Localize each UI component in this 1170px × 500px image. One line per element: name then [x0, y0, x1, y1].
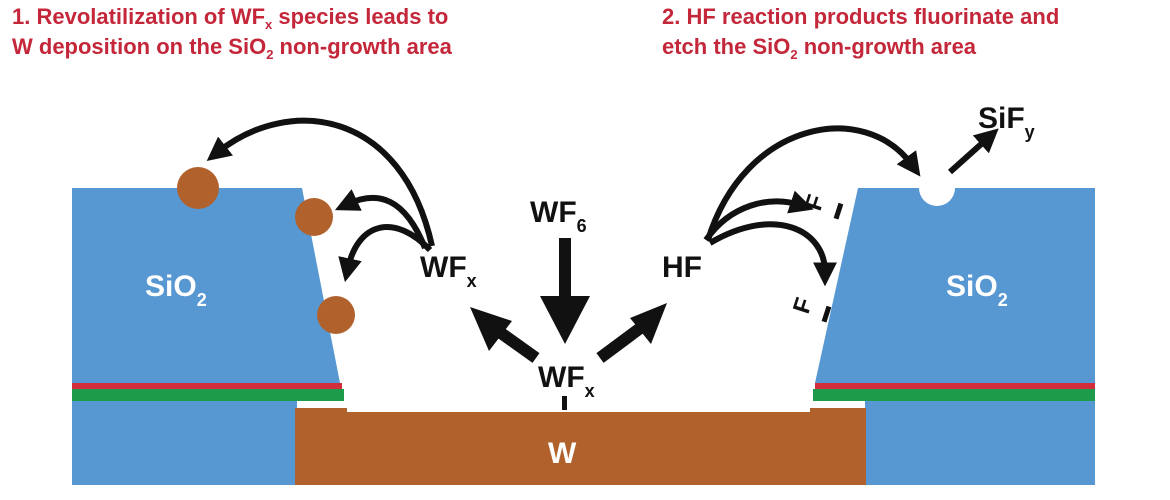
bond-1 — [833, 202, 844, 220]
fluorine-label-1: F — [800, 192, 830, 214]
red-layer-right — [815, 383, 1095, 389]
bottom-sio2-left — [72, 401, 297, 485]
right-heading-line1: 2. HF reaction products fluorinate and — [662, 4, 1060, 29]
hf-to-f1-arrow — [703, 190, 814, 242]
hf-shaft — [596, 321, 647, 363]
svg-text:F: F — [800, 192, 830, 214]
w-deposit-side-upper — [295, 198, 333, 236]
etch-pit — [919, 170, 955, 206]
w-deposit-side-lower — [317, 296, 355, 334]
right-heading: 2. HF reaction products fluorinate and e… — [662, 2, 1059, 62]
right-heading-line2: etch the SiO2 non-growth area — [662, 34, 977, 62]
w-deposit-top — [177, 167, 219, 209]
hf-label: HF — [662, 251, 702, 284]
fluorine-label-2: F — [788, 295, 818, 317]
wf6-label: WF6 — [530, 196, 587, 236]
sio2-left-label: SiO2 — [145, 270, 207, 310]
red-layer-left — [72, 383, 342, 389]
sify-label: SiFy — [978, 102, 1035, 142]
hf-arrowhead — [630, 303, 667, 344]
left-heading-line2: W deposition on the SiO2 non-growth area — [12, 34, 452, 62]
left-heading: 1. Revolatilization of WFx species leads… — [12, 2, 452, 62]
center-tick — [562, 396, 567, 410]
wf6-arrowhead — [540, 296, 590, 344]
w-label: W — [548, 437, 577, 470]
sio2-block-right — [815, 188, 1095, 383]
wfx-to-side-upper-arrow — [334, 189, 428, 250]
tungsten-layer — [295, 408, 866, 485]
green-layer-left — [72, 389, 344, 401]
sio2-right-label: SiO2 — [946, 270, 1008, 310]
wfx-to-side-lower-arrow — [338, 224, 433, 283]
left-heading-line1: 1. Revolatilization of WFx species leads… — [12, 4, 449, 32]
sio2-block-left — [72, 188, 340, 383]
green-layer-right — [813, 389, 1095, 401]
wfx-left-arrowhead — [470, 307, 512, 351]
hf-to-top-arrow — [705, 125, 921, 241]
wfx-to-top-arrow — [206, 117, 435, 247]
bond-2 — [821, 305, 832, 323]
wfx-left-label: WFx — [420, 251, 477, 291]
wfx-center-label: WFx — [538, 361, 595, 401]
svg-text:F: F — [788, 295, 818, 317]
bottom-sio2-right — [865, 401, 1095, 485]
hf-to-f2-arrow — [708, 221, 837, 287]
sify-arrow — [947, 128, 999, 175]
